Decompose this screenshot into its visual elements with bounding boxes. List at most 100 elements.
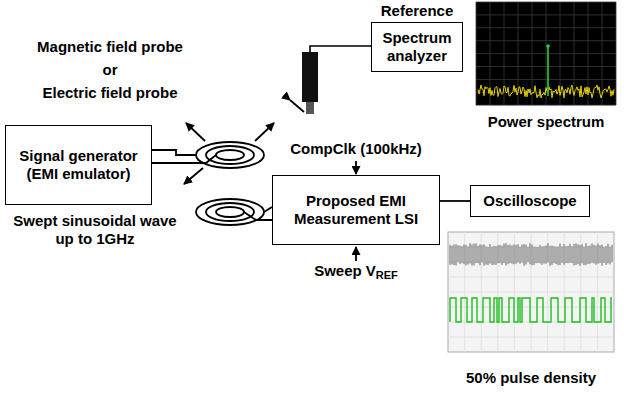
sine-trace — [488, 247, 489, 265]
sine-trace — [536, 247, 537, 263]
sine-trace — [546, 246, 547, 264]
sine-trace — [456, 244, 457, 265]
sine-trace — [580, 245, 581, 266]
chip-box: Proposed EMI Measurement LSI — [272, 175, 440, 245]
signal-name: Sweep V — [314, 262, 376, 280]
signal-subscript: REF — [376, 269, 398, 281]
signal-name: CompClk (100kHz) — [290, 140, 422, 158]
sine-trace — [562, 247, 563, 263]
grid-line — [448, 262, 614, 263]
sine-trace — [450, 245, 451, 265]
sine-trace — [508, 245, 509, 264]
caption-text: Reference — [381, 2, 454, 20]
sine-trace — [554, 246, 555, 263]
oscilloscope-screen — [448, 232, 614, 352]
sine-trace — [496, 246, 497, 265]
sine-trace — [566, 246, 567, 262]
pulse-trace — [450, 298, 612, 322]
sine-trace — [524, 244, 525, 266]
sine-trace — [490, 244, 491, 264]
sine-trace — [514, 244, 515, 264]
sine-trace — [502, 246, 503, 265]
sine-trace — [538, 247, 539, 263]
sine-trace — [506, 243, 507, 265]
sine-trace — [568, 246, 569, 263]
sine-trace — [610, 247, 611, 265]
sine-trace — [530, 243, 531, 264]
sine-trace — [548, 243, 549, 262]
grid-line — [476, 40, 616, 41]
sine-trace — [602, 245, 603, 266]
sine-trace — [510, 244, 511, 263]
sine-trace — [460, 246, 461, 264]
sine-trace — [462, 246, 463, 262]
vref-arrow — [355, 247, 357, 261]
probe-cable — [310, 46, 371, 52]
sine-trace — [598, 243, 599, 263]
sine-trace — [528, 247, 529, 262]
sine-trace — [584, 247, 585, 266]
noise-floor — [478, 85, 614, 98]
sine-trace — [492, 247, 493, 265]
grid-line — [448, 337, 614, 338]
sine-trace — [494, 246, 495, 265]
sine-trace — [576, 243, 577, 265]
sine-trace — [464, 244, 465, 264]
sine-trace — [604, 247, 605, 263]
sine-trace — [518, 244, 519, 262]
sine-trace — [470, 243, 471, 264]
emitter-coil — [152, 142, 264, 168]
sine-trace — [498, 245, 499, 263]
sine-trace — [482, 245, 483, 262]
sine-trace — [596, 245, 597, 264]
sine-trace — [552, 246, 553, 265]
sine-trace — [564, 244, 565, 265]
sine-trace — [544, 246, 545, 263]
sine-trace — [512, 246, 513, 264]
receiver-coil — [196, 199, 272, 225]
grid-line — [476, 66, 616, 67]
sine-trace — [526, 245, 527, 265]
instrument-box: Signal generator (EMI emulator) — [5, 125, 152, 205]
sine-trace — [572, 246, 573, 263]
grid-line — [448, 292, 614, 293]
signal-label: Swept sinusoidal wave up to 1GHz — [4, 212, 186, 248]
grid-line — [448, 307, 614, 308]
sine-trace — [574, 244, 575, 265]
sine-trace — [606, 246, 607, 265]
sine-trace — [452, 246, 453, 265]
field-arrows — [184, 100, 304, 184]
sine-trace — [608, 244, 609, 264]
grid-line — [476, 14, 616, 15]
box-text: Oscilloscope — [483, 192, 576, 210]
grid-line — [476, 2, 616, 3]
sine-trace — [458, 245, 459, 262]
probe-label: Electric field probe — [42, 84, 177, 102]
grid-line — [448, 277, 614, 278]
signal-wire — [440, 200, 470, 202]
sine-trace — [558, 247, 559, 266]
clock-arrow — [355, 161, 357, 174]
probe-label: or — [103, 61, 118, 79]
sine-trace — [612, 245, 613, 262]
sine-trace — [600, 245, 601, 263]
grid-line — [476, 53, 616, 54]
sine-trace — [478, 246, 479, 263]
grid-line — [476, 105, 616, 106]
probe-label: Magnetic field probe — [37, 38, 183, 56]
caption-text: Power spectrum — [488, 113, 605, 131]
sine-trace — [560, 243, 561, 265]
sine-trace — [474, 244, 475, 266]
box-text: Spectrum analyzer — [377, 29, 457, 65]
sine-trace — [466, 245, 467, 266]
sine-trace — [592, 243, 593, 262]
box-text: Proposed EMI Measurement LSI — [278, 192, 434, 228]
sine-trace — [542, 247, 543, 265]
sine-trace — [588, 246, 589, 264]
probe-body — [302, 52, 318, 102]
sine-trace — [582, 244, 583, 263]
sine-trace — [534, 247, 535, 265]
sine-trace — [480, 244, 481, 265]
probe-tip — [306, 102, 314, 114]
